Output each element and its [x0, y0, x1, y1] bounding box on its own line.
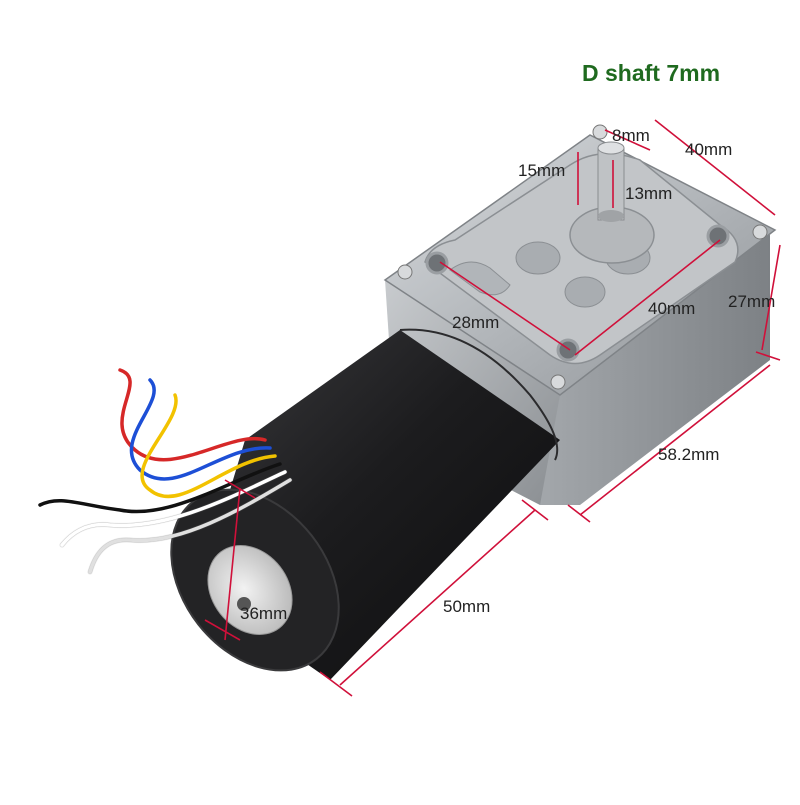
- gear-cover: [424, 152, 739, 365]
- wire: [60, 470, 287, 547]
- dim-tick: [319, 671, 353, 697]
- mount-hole: [425, 251, 449, 275]
- motor-end-cap: [207, 545, 293, 635]
- dimension-lines: [204, 119, 781, 697]
- d-shaft: [597, 147, 625, 221]
- dim-line-gearbox-length: [579, 364, 771, 516]
- dim-label-gearbox-length: 58.2mm: [658, 445, 720, 464]
- dim-label-motor-diameter: 36mm: [240, 604, 288, 623]
- shaft-title: D shaft 7mm: [582, 60, 721, 86]
- gearbox-side-face: [540, 235, 770, 505]
- wire-bundle: [38, 368, 292, 574]
- dim-line-hole-span: [574, 239, 721, 356]
- dim-tick: [204, 619, 241, 641]
- dim-line-shaft-width: [604, 129, 651, 151]
- dim-label-shaft-flat: 15mm: [518, 161, 566, 180]
- screw-icon: [752, 224, 768, 240]
- motor-body-edge: [399, 328, 559, 461]
- dim-label-gearbox-width: 40mm: [685, 140, 733, 159]
- dim-line-motor-diameter: [224, 487, 241, 641]
- dim-tick: [224, 479, 256, 499]
- dim-label-hole-offset: 28mm: [452, 313, 500, 332]
- dim-label-shaft-width: 8mm: [612, 126, 650, 145]
- dim-tick: [567, 504, 591, 523]
- screw-icon: [550, 374, 566, 390]
- motor-shaft-hole: [237, 597, 251, 611]
- d-shaft-base: [598, 210, 624, 222]
- wire: [140, 393, 277, 499]
- d-shaft-tip: [597, 141, 625, 155]
- dim-line-hole-offset: [439, 261, 571, 351]
- wire: [88, 478, 292, 574]
- dim-label-hole-span: 40mm: [648, 299, 696, 318]
- dim-tick: [755, 351, 781, 361]
- dim-label-gearbox-height: 27mm: [728, 292, 776, 311]
- wire: [118, 368, 267, 462]
- dim-line-gearbox-height: [761, 244, 781, 351]
- screw-icon: [397, 264, 413, 280]
- cover-bump: [564, 276, 606, 308]
- dim-tick: [521, 499, 549, 521]
- dim-line-gearbox-width: [654, 119, 776, 216]
- wire: [129, 378, 272, 481]
- dim-label-motor-length: 50mm: [443, 597, 491, 616]
- mount-hole: [706, 224, 730, 248]
- cover-bump: [515, 241, 561, 275]
- screw-icon: [592, 124, 608, 140]
- dim-line-motor-length: [339, 509, 536, 686]
- dim-label-shaft-length: 13mm: [625, 184, 673, 203]
- wire: [38, 462, 282, 514]
